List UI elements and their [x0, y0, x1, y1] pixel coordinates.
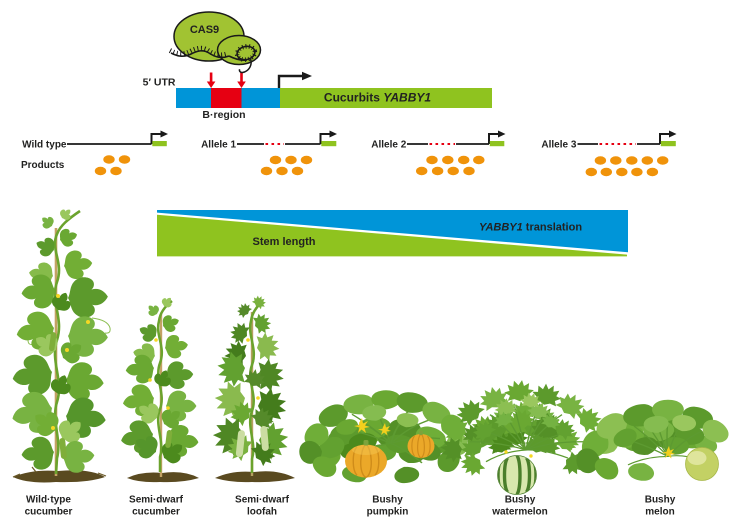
svg-text:pumpkin: pumpkin	[367, 507, 409, 518]
svg-text:Allele 3: Allele 3	[541, 140, 576, 151]
svg-text:Bushy: Bushy	[372, 495, 403, 506]
svg-text:Allele 2: Allele 2	[371, 140, 406, 151]
svg-text:CAS9: CAS9	[190, 24, 219, 36]
svg-text:B·region: B·region	[202, 109, 245, 121]
svg-text:Semi·dwarf: Semi·dwarf	[129, 495, 184, 506]
svg-text:Semi·dwarf: Semi·dwarf	[235, 495, 290, 506]
svg-text:loofah: loofah	[247, 507, 277, 518]
svg-text:Bushy: Bushy	[505, 495, 536, 506]
svg-text:melon: melon	[645, 507, 674, 518]
svg-text:Products: Products	[21, 160, 65, 171]
svg-text:cucumber: cucumber	[25, 507, 73, 518]
svg-text:Cucurbits YABBY1: Cucurbits YABBY1	[324, 91, 431, 105]
svg-text:Wild·type: Wild·type	[26, 495, 71, 506]
svg-text:cucumber: cucumber	[132, 507, 180, 518]
svg-text:Wild type: Wild type	[22, 140, 67, 151]
svg-text:Bushy: Bushy	[645, 495, 676, 506]
svg-text:Allele 1: Allele 1	[201, 140, 236, 151]
svg-text:watermelon: watermelon	[491, 507, 548, 518]
svg-text:5′ UTR: 5′ UTR	[143, 77, 176, 89]
svg-text:Stem length: Stem length	[253, 236, 316, 248]
svg-text:YABBY1 translation: YABBY1 translation	[479, 221, 582, 233]
